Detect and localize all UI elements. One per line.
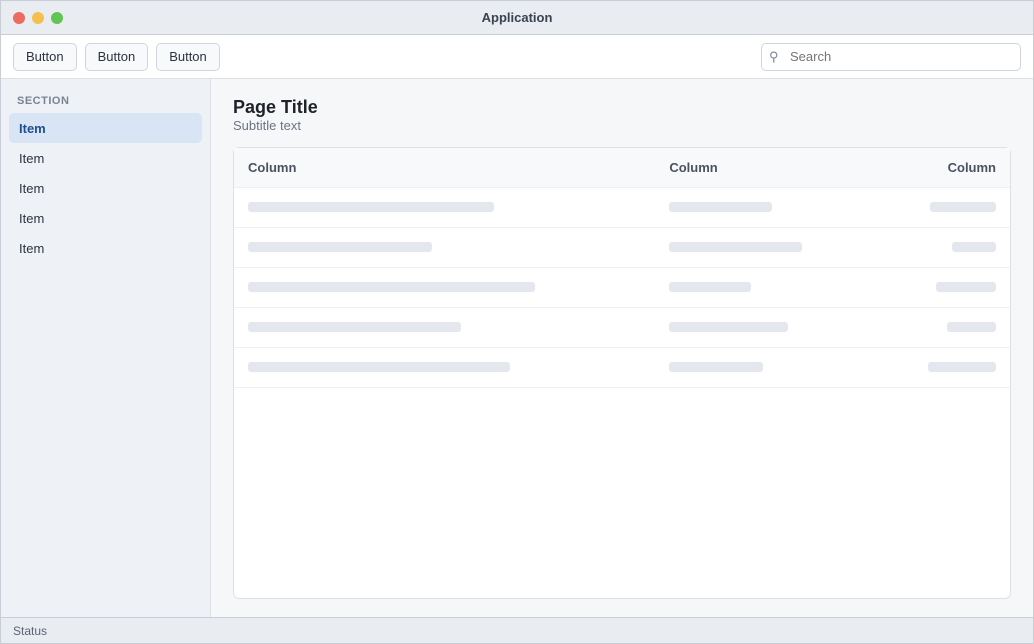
- placeholder-cell: [930, 202, 996, 212]
- column-header-1[interactable]: Column: [248, 160, 297, 175]
- sidebar-item-2[interactable]: Item: [19, 150, 45, 166]
- page-subtitle: Subtitle text: [233, 118, 301, 133]
- sidebar-item-1[interactable]: Item: [9, 113, 202, 143]
- placeholder-cell: [248, 202, 494, 212]
- table-row[interactable]: [234, 268, 1010, 308]
- toolbar-button-1[interactable]: Button: [13, 42, 77, 71]
- sidebar-item-5[interactable]: Item: [19, 240, 45, 256]
- sidebar-section-header: Section: [17, 95, 70, 107]
- window-title: Application: [481, 10, 553, 25]
- toolbar-button-2[interactable]: Button: [84, 42, 149, 71]
- placeholder-cell: [669, 362, 764, 372]
- placeholder-cell: [669, 202, 772, 212]
- column-header-3[interactable]: Column: [947, 160, 996, 175]
- sidebar-item-3[interactable]: Item: [19, 180, 45, 196]
- placeholder-cell: [952, 242, 996, 252]
- column-header-2[interactable]: Column: [669, 160, 718, 175]
- sidebar: Section Item Item Item Item Item: [1, 79, 211, 617]
- table-header-row: Column Column Column: [234, 148, 1010, 188]
- sidebar-item-4[interactable]: Item: [19, 210, 45, 226]
- main-panel: Page Title Subtitle text Column Column C…: [211, 79, 1033, 617]
- placeholder-cell: [248, 362, 510, 372]
- placeholder-cell: [669, 282, 752, 292]
- maximize-window-button[interactable]: [51, 11, 63, 24]
- table-row[interactable]: [234, 188, 1010, 228]
- placeholder-cell: [935, 282, 996, 292]
- table-row[interactable]: [234, 228, 1010, 268]
- search-icon: ⚲: [769, 48, 779, 64]
- content-area: Section Item Item Item Item Item Page Ti…: [1, 79, 1033, 617]
- table-row[interactable]: [234, 308, 1010, 348]
- placeholder-cell: [669, 242, 803, 252]
- toolbar-button-3[interactable]: Button: [156, 42, 220, 71]
- placeholder-cell: [248, 282, 535, 292]
- title-bar: Application: [1, 1, 1033, 35]
- status-text: Status: [13, 623, 48, 638]
- placeholder-cell: [248, 322, 461, 332]
- placeholder-cell: [927, 362, 996, 372]
- minimize-window-button[interactable]: [32, 11, 44, 24]
- table-row[interactable]: [234, 348, 1010, 388]
- page-title: Page Title: [233, 97, 318, 117]
- placeholder-cell: [248, 242, 433, 252]
- window-controls: [13, 11, 63, 24]
- placeholder-cell: [669, 322, 789, 332]
- status-bar: Status: [1, 617, 1033, 643]
- placeholder-cell: [946, 322, 996, 332]
- close-window-button[interactable]: [13, 11, 25, 24]
- toolbar: Button Button Button ⚲: [1, 35, 1033, 79]
- search-box: ⚲: [761, 42, 1021, 71]
- content-table: Column Column Column: [233, 147, 1011, 599]
- search-input[interactable]: [761, 42, 1021, 71]
